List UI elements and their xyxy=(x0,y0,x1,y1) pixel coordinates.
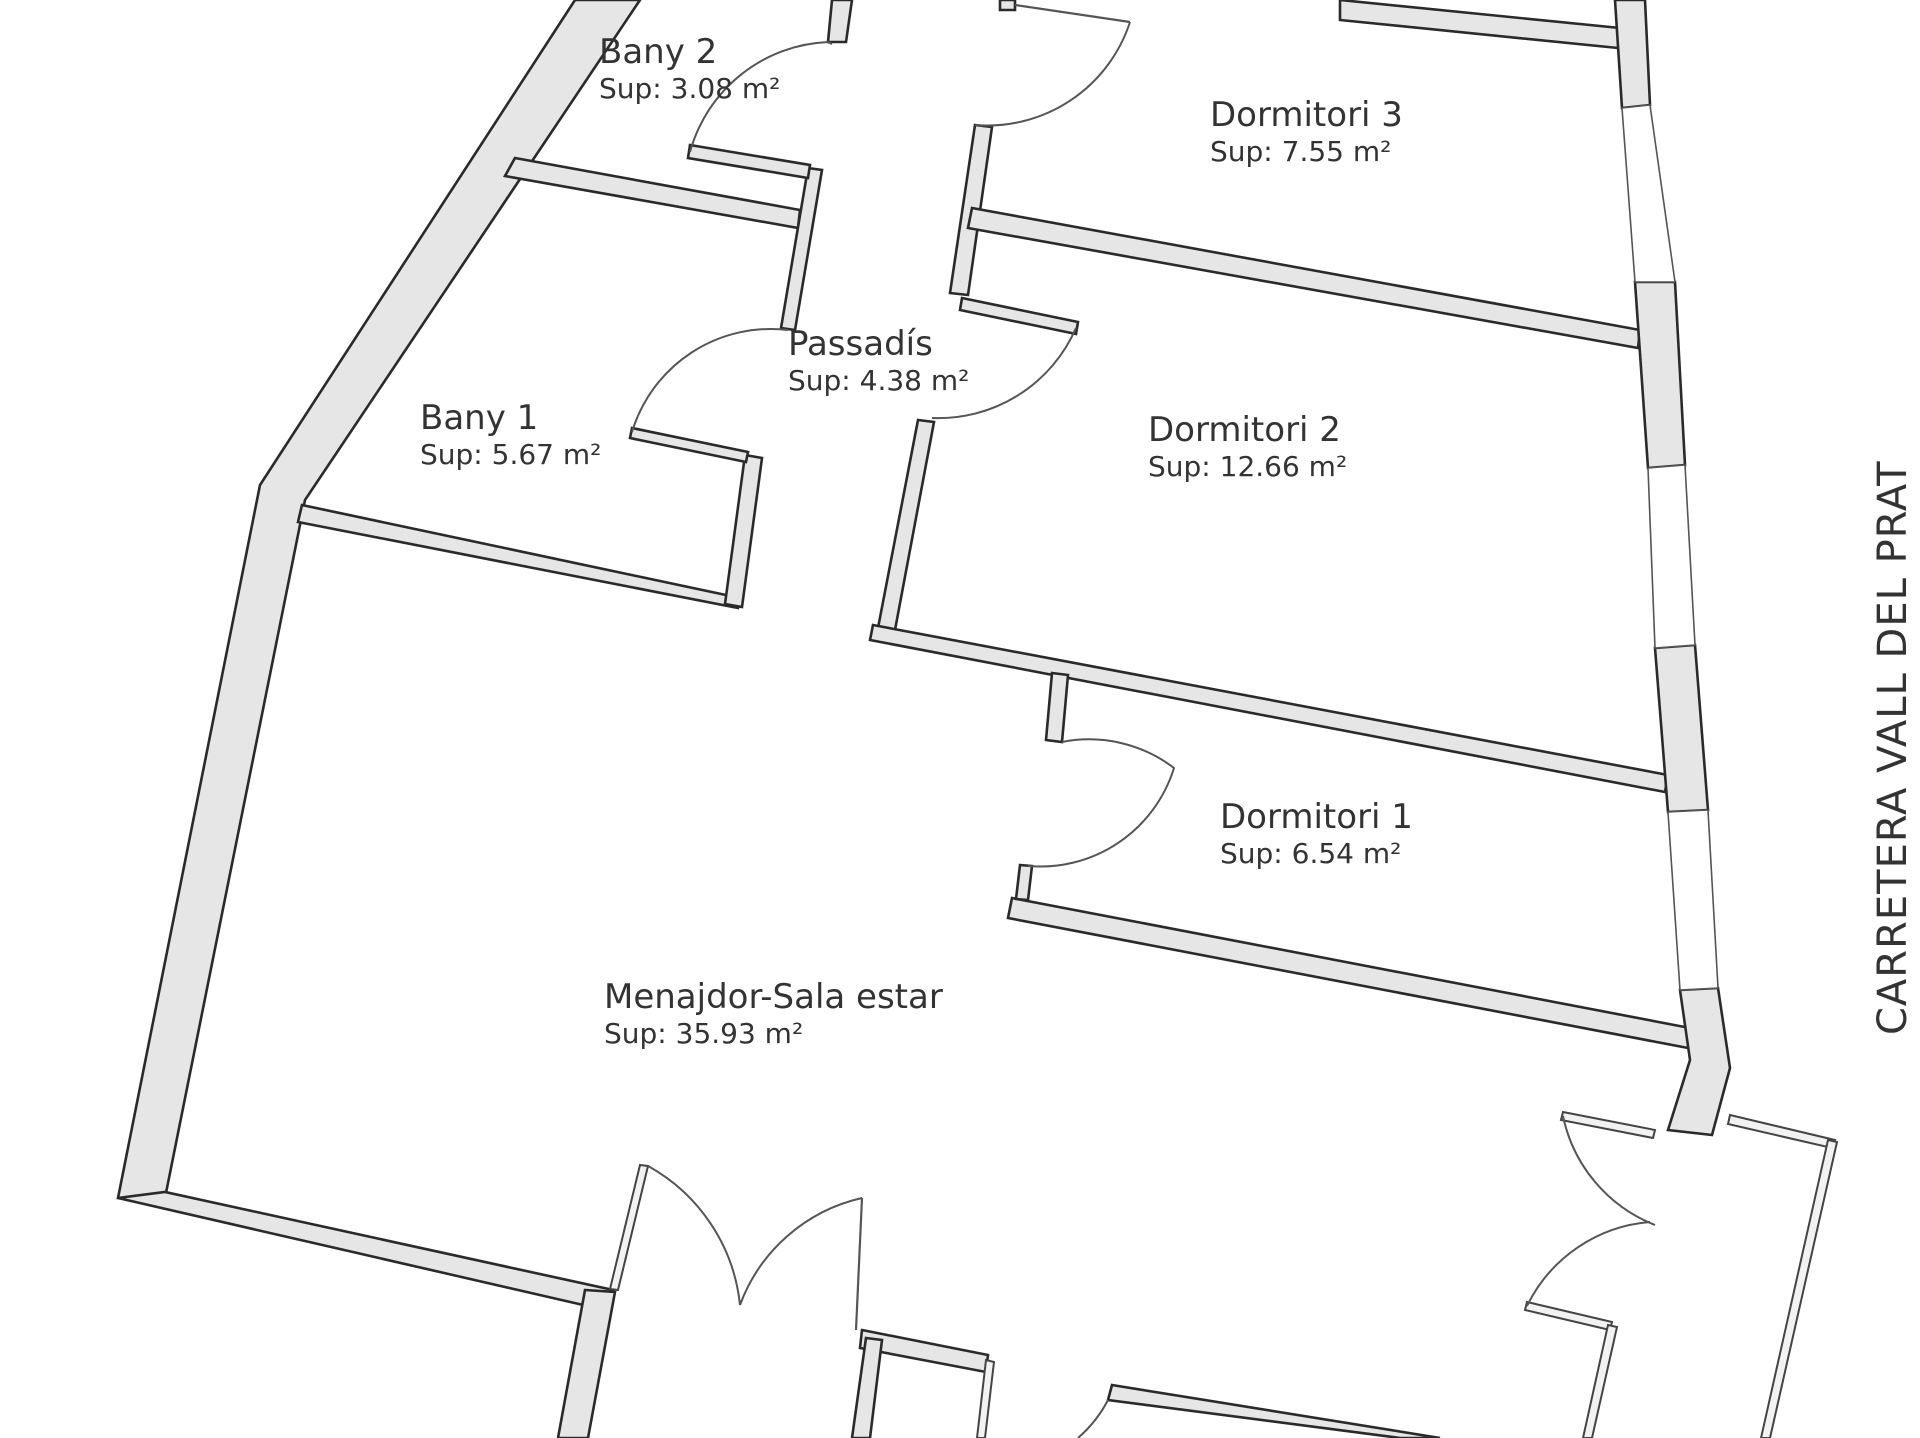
entry-door-frame xyxy=(608,1163,650,1292)
room-name: Dormitori 2 xyxy=(1148,410,1341,450)
wall-dorm3-north xyxy=(1338,0,1622,50)
door-dorm2 xyxy=(931,327,1077,420)
room-name: Passadís xyxy=(788,324,933,364)
room-name: Menajdor-Sala estar xyxy=(604,977,943,1017)
room-label-passadis: Passadís Sup: 4.38 m² xyxy=(788,327,969,395)
wall-bany1-south xyxy=(296,503,742,610)
room-label-dormitori-1: Dormitori 1 Sup: 6.54 m² xyxy=(1220,800,1413,868)
wall-bany2-door xyxy=(686,143,812,180)
room-label-menjador: Menajdor-Sala estar Sup: 35.93 m² xyxy=(604,980,943,1048)
wall-dorm1-door xyxy=(1014,863,1034,902)
wall-corridor-east-lower xyxy=(876,418,936,632)
wall-dorm1-west xyxy=(1044,671,1070,744)
room-name: Dormitori 1 xyxy=(1220,797,1413,837)
room-name: Bany 1 xyxy=(420,398,539,438)
east-pier-4 xyxy=(1666,986,1732,1137)
exterior-wall-south-west xyxy=(117,1190,615,1312)
door-entry-double xyxy=(647,1165,864,1331)
room-area: Sup: 5.67 m² xyxy=(420,438,602,471)
room-label-dormitori-2: Dormitori 2 Sup: 12.66 m² xyxy=(1148,413,1347,481)
window-dorm3 xyxy=(1621,104,1676,283)
balcony-north-rail xyxy=(1726,1113,1837,1150)
wall-entry-east xyxy=(975,1358,996,1438)
wall-entry-west xyxy=(850,1336,884,1438)
door-dorm3 xyxy=(974,3,1131,127)
wall-top-stub xyxy=(826,0,854,44)
room-name: Dormitori 3 xyxy=(1210,95,1403,135)
room-area: Sup: 3.08 m² xyxy=(599,72,781,105)
balcony-east-rail xyxy=(1759,1138,1839,1438)
door-dorm1 xyxy=(1027,738,1176,868)
door-south xyxy=(1077,1399,1109,1438)
room-area: Sup: 6.54 m² xyxy=(1220,837,1402,870)
room-area: Sup: 35.93 m² xyxy=(604,1017,804,1050)
wall-top-door-stub xyxy=(998,0,1017,12)
door-bany1 xyxy=(631,327,789,433)
wall-bany1-east xyxy=(723,453,764,609)
wall-dorm2-dorm1 xyxy=(868,623,1670,794)
window-dorm2 xyxy=(1647,464,1696,649)
balcony-door-wall-upper xyxy=(1559,1110,1657,1140)
room-label-dormitori-3: Dormitori 3 Sup: 7.55 m² xyxy=(1210,98,1403,166)
exterior-wall-south-stub xyxy=(556,1288,617,1438)
east-pier-2 xyxy=(1633,280,1687,470)
room-area: Sup: 4.38 m² xyxy=(788,364,970,397)
room-area: Sup: 7.55 m² xyxy=(1210,135,1392,168)
wall-dorm2-door xyxy=(958,296,1080,336)
room-label-bany-2: Bany 2 Sup: 3.08 m² xyxy=(599,35,780,103)
wall-dorm1-south xyxy=(1006,896,1692,1050)
room-name: Bany 2 xyxy=(599,32,718,72)
wall-bany2-east xyxy=(779,166,824,332)
room-label-bany-1: Bany 1 Sup: 5.67 m² xyxy=(420,401,601,469)
wall-dorm3-dorm2 xyxy=(966,206,1642,350)
window-dorm1 xyxy=(1667,809,1719,991)
room-area: Sup: 12.66 m² xyxy=(1148,450,1348,483)
door-balcony-double xyxy=(1526,1115,1656,1307)
east-pier-1 xyxy=(1613,0,1652,110)
balcony-door-wall-lower xyxy=(1523,1300,1614,1332)
wall-bany1-door xyxy=(628,426,750,464)
balcony-west-rail xyxy=(1581,1323,1619,1438)
wall-south-corridor xyxy=(1106,1383,1441,1438)
street-label: CARRETERA VALL DEL PRAT xyxy=(1870,460,1916,1035)
door-bany2 xyxy=(689,41,833,153)
